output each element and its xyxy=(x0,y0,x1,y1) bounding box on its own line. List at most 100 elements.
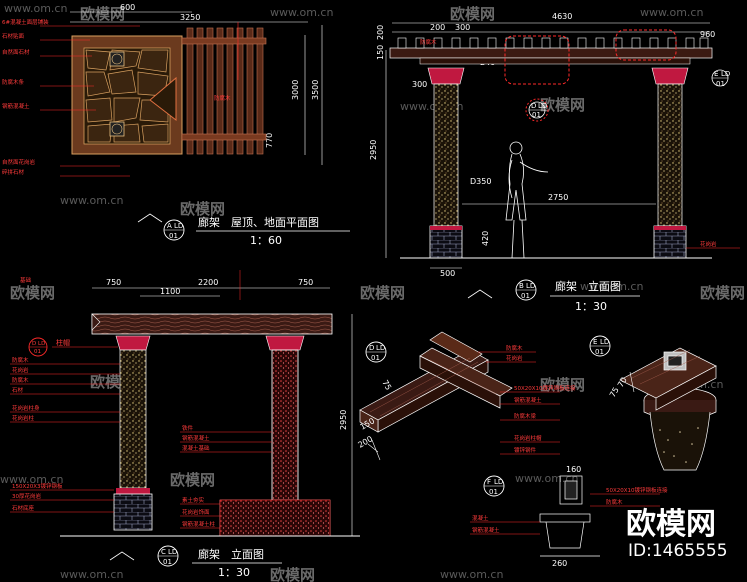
front-note: 石材 xyxy=(12,386,24,394)
side-tag-e-letter: E xyxy=(714,70,718,78)
front-tag-letter: C xyxy=(161,548,166,556)
front-label: 柱帽 xyxy=(56,338,70,347)
dim-plan-top1: 600 xyxy=(120,3,135,12)
detail-d-num: 01 xyxy=(371,354,380,362)
plan-note: 石材贴面 xyxy=(2,32,25,40)
detail-e-sheet: LD xyxy=(600,338,609,346)
detail-f-letter: F xyxy=(487,478,491,486)
front-elevation: 750 2200 750 1100 2950 200 D LD 01 柱帽 xyxy=(10,270,360,579)
dim-side-span: 2750 xyxy=(548,193,568,202)
plan-note: 钢筋混凝土 xyxy=(2,102,30,110)
detail-note: 花岗岩柱帽 xyxy=(514,434,542,442)
watermark-brand: 欧模网 xyxy=(540,96,585,114)
plan-view: 600 3250 3000 3500 770 500 xyxy=(2,3,350,247)
brand-logo-text: 欧模网 xyxy=(626,507,716,542)
detail-note: 50X20X10镀锌钢板连接 xyxy=(606,486,668,494)
side-tag-d-num: 01 xyxy=(532,111,541,119)
side-elevation: 4630 200 300 240 960 150 200 300 2950 xyxy=(369,12,740,313)
side-tag-d-sheet: LD xyxy=(538,102,547,110)
front-note: 钢筋混凝土柱 xyxy=(182,520,216,528)
dim-side-height: 2950 xyxy=(369,140,378,160)
watermark-brand: 欧模网 xyxy=(360,284,405,302)
watermark-site: www.om.cn xyxy=(515,472,578,485)
detail-e-dim: 70 xyxy=(616,376,629,389)
front-scale: 1：30 xyxy=(218,566,250,579)
front-note: 混凝土基础 xyxy=(182,444,210,452)
dim-plan-top2: 3250 xyxy=(180,13,200,22)
front-note: 石材底座 xyxy=(12,504,35,512)
front-note: 钢筋混凝土 xyxy=(182,434,210,442)
dim-plan-right2: 3500 xyxy=(311,80,320,100)
front-note: 花岗岩 xyxy=(12,366,29,374)
front-note: 防腐木 xyxy=(12,356,29,364)
front-note: 素土夯实 xyxy=(182,496,205,504)
dim-side-diameter: D350 xyxy=(470,177,491,186)
dim-front-mid: 2200 xyxy=(198,278,218,287)
detail-note: 防腐木 xyxy=(606,498,623,506)
detail-d-dim: 200 xyxy=(357,434,375,449)
watermark-brand: 欧模网 xyxy=(700,284,745,302)
watermark-site: www.om.cn xyxy=(270,6,333,19)
front-title: 廊架 立面图 xyxy=(198,547,264,561)
side-tag-letter: B xyxy=(519,282,524,290)
detail-f-dim: 160 xyxy=(566,465,581,474)
detail-d-letter: D xyxy=(369,344,374,352)
dim-front-left: 750 xyxy=(106,278,121,287)
plan-scale: 1：60 xyxy=(250,234,282,247)
detail-d-sheet: LD xyxy=(376,344,385,352)
dim-side-base-h: 420 xyxy=(481,231,490,246)
dim-side-base-w: 500 xyxy=(440,269,455,278)
plan-note: 自然面石材 xyxy=(2,48,30,56)
plan-note: 防腐木 xyxy=(214,94,231,102)
front-note: 铁件 xyxy=(182,424,194,432)
front-note: 基础 xyxy=(20,276,32,284)
detail-f-sheet: LD xyxy=(494,478,503,486)
dim-side-cap: 300 xyxy=(412,80,427,89)
detail-f-num: 01 xyxy=(489,488,498,496)
side-tag-sheet: LD xyxy=(526,282,535,290)
detail-note: 钢筋混凝土 xyxy=(472,526,500,534)
plan-tag-letter: A xyxy=(167,222,172,230)
front-detail-num: 01 xyxy=(34,349,41,355)
front-note: 花岗岩柱身 xyxy=(12,404,40,412)
plan-note: 碎拼石材 xyxy=(2,168,25,176)
watermark-site: www.om.cn xyxy=(60,568,123,581)
detail-note: 50X20X10镀锌钢板连接 xyxy=(514,384,576,392)
watermark-brand: 欧模网 xyxy=(10,284,55,302)
side-title: 廊架 立面图 xyxy=(555,279,621,293)
front-note: 花岗岩饰面 xyxy=(182,508,210,516)
plan-tag-sheet: LD xyxy=(174,222,183,230)
front-note: 花岗岩柱 xyxy=(12,414,35,422)
watermark-site: www.om.cn xyxy=(640,6,703,19)
dim-plan-right1: 3000 xyxy=(291,80,300,100)
watermark-brand: 欧模网 xyxy=(180,200,225,218)
side-tag-e-num: 01 xyxy=(716,80,725,88)
detail-note: 钢筋混凝土 xyxy=(514,396,542,404)
detail-e-letter: E xyxy=(593,338,597,346)
watermark-site: www.om.cn xyxy=(440,568,503,581)
detail-e-num: 01 xyxy=(595,348,604,356)
human-figure-icon xyxy=(505,141,549,259)
plan-tag-num: 01 xyxy=(169,232,178,240)
dim-side-beam-b: 200 xyxy=(376,25,385,40)
plan-note: 6#混凝土面层铺装 xyxy=(2,18,49,26)
front-detail-sheet: LD xyxy=(38,341,45,347)
dim-side-d: 960 xyxy=(700,30,715,39)
dim-side-b: 300 xyxy=(455,23,470,32)
side-tag-d-letter: D xyxy=(531,102,536,110)
detail-d-dim: 75 xyxy=(380,379,393,392)
front-note: 150X20X3镀锌钢板 xyxy=(12,482,63,490)
detail-note: 花岗岩 xyxy=(506,354,523,362)
watermark-brand: 欧模网 xyxy=(450,5,495,23)
id-badge: ID:1465555 xyxy=(628,541,728,561)
detail-note: 防腐木梁 xyxy=(514,412,537,420)
watermark-site: www.om.cn xyxy=(60,194,123,207)
dim-front-sub: 1100 xyxy=(160,287,180,296)
dim-side-a: 200 xyxy=(430,23,445,32)
plan-note: 防腐木条 xyxy=(2,78,25,86)
watermark-site: www.om.cn xyxy=(0,473,63,486)
dim-front-height: 2950 xyxy=(339,410,348,430)
dim-side-beam-a: 150 xyxy=(376,45,385,60)
